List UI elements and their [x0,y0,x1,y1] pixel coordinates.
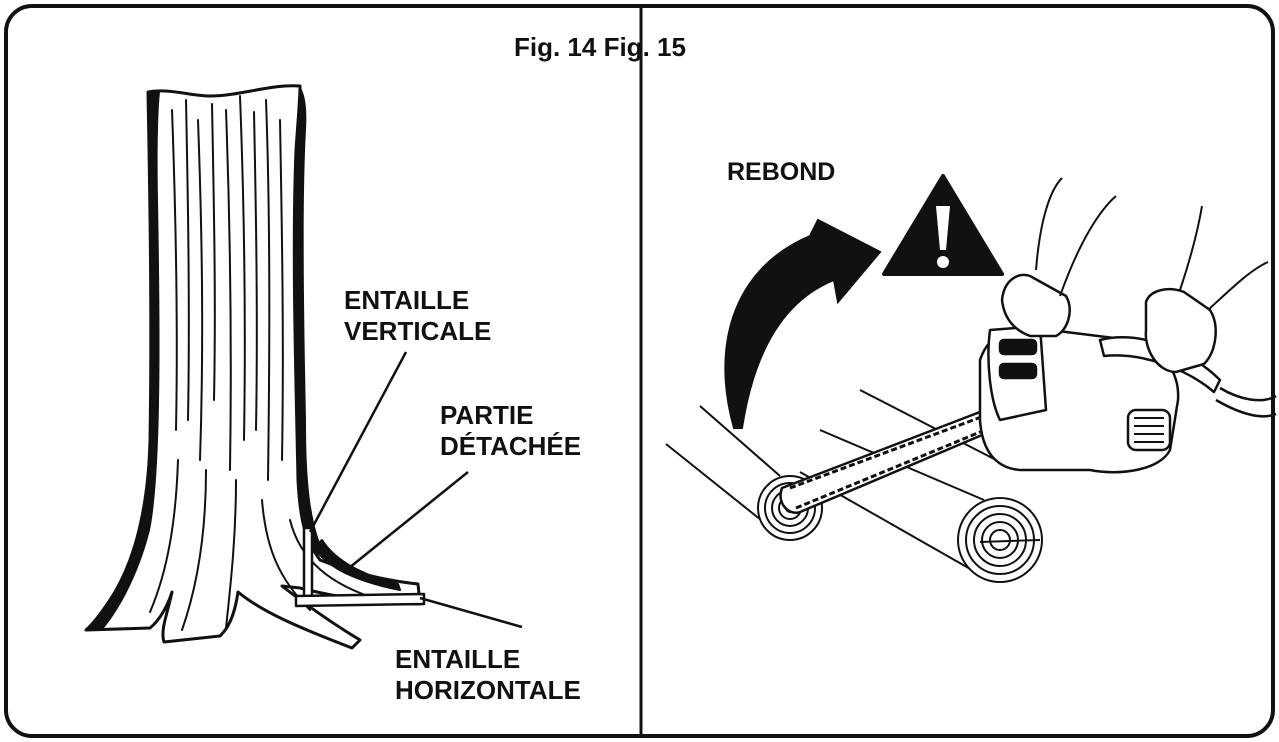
tree-illustration [84,84,426,650]
label-horizontal-cut-line1: ENTAILLE [395,644,521,674]
leader-horizontal-cut [419,596,523,629]
chainsaw-illustration [779,324,1277,515]
vertical-notch [302,526,314,600]
figure-title: Fig. 14 Fig. 15 [514,32,686,62]
label-detached-part: PARTIE DÉTACHÉE [440,400,581,462]
leader-lines-fig14 [308,351,523,629]
left-glove [1000,273,1071,338]
label-vertical-cut: ENTAILLE VERTICALE [344,285,491,347]
label-vertical-cut-line1: ENTAILLE [344,285,470,315]
label-detached-part-line1: PARTIE [440,400,534,430]
label-vertical-cut-line2: VERTICALE [344,316,492,346]
warning-triangle-icon [882,174,1004,276]
right-glove [1144,288,1217,374]
label-kickback: REBOND [727,158,836,186]
operator-hands [1000,177,1269,374]
chainsaw-rear-handle [1098,336,1222,394]
detached-wedge [313,539,401,591]
bark-shadow-left [86,92,160,630]
kickback-arrow-icon [724,218,882,429]
bark-texture [149,95,381,631]
label-horizontal-cut-line2: HORIZONTALE [395,675,581,705]
tree-trunk [84,84,422,650]
leader-detached-part [343,471,469,573]
bark-shadow-right [294,86,322,550]
label-horizontal-cut: ENTAILLE HORIZONTALE [395,644,581,706]
leader-vertical-cut [308,351,408,533]
horizontal-notch [294,592,426,608]
label-detached-part-line2: DÉTACHÉE [440,431,582,461]
